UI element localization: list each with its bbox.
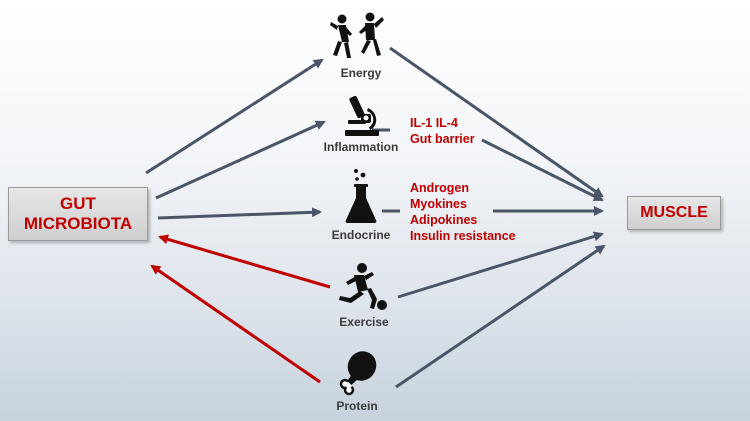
arrow-inflammation-to-muscle (481, 138, 604, 202)
factor-gut-barrier: Gut barrier (410, 132, 475, 146)
gut-microbiota-line2: MICROBIOTA (23, 214, 133, 233)
factor-insulin-resistance: Insulin resistance (410, 229, 516, 243)
arrow-energy-to-muscle (389, 46, 604, 198)
endocrine-factors: Androgen Myokines Adipokines Insulin res… (410, 180, 516, 244)
exercise-label: Exercise (339, 315, 389, 329)
arrow-gut-to-energy (145, 58, 324, 175)
soccer-player-icon (339, 263, 387, 310)
arrow-exercise-to-gut (158, 234, 331, 289)
factor-myokines: Myokines (410, 197, 467, 211)
inflammation-label: Inflammation (323, 140, 399, 154)
microscope-icon (345, 95, 379, 136)
muscle-label: MUSCLE (640, 204, 708, 221)
drumstick-icon (339, 351, 377, 396)
energy-label: Energy (340, 66, 382, 80)
muscle-box: MUSCLE (627, 196, 721, 230)
arrow-exercise-to-muscle (397, 231, 604, 299)
factor-androgen: Androgen (410, 181, 470, 195)
factor-adipokines: Adipokines (410, 213, 478, 227)
gut-microbiota-box: GUT MICROBIOTA (8, 187, 148, 241)
flask-icon (345, 169, 377, 223)
arrow-protein-to-gut (150, 264, 321, 384)
arrow-gut-to-inflammation (155, 120, 326, 200)
dancing-people-icon (330, 12, 384, 58)
arrow-protein-to-muscle (395, 244, 606, 389)
arrow-gut-to-endocrine (157, 207, 322, 220)
endocrine-label: Endocrine (331, 228, 391, 242)
protein-label: Protein (336, 399, 378, 413)
gut-microbiota-line1: GUT (60, 194, 96, 213)
factor-il: IL-1 IL-4 (410, 116, 458, 130)
inflammation-factors: IL-1 IL-4 Gut barrier (410, 115, 475, 147)
